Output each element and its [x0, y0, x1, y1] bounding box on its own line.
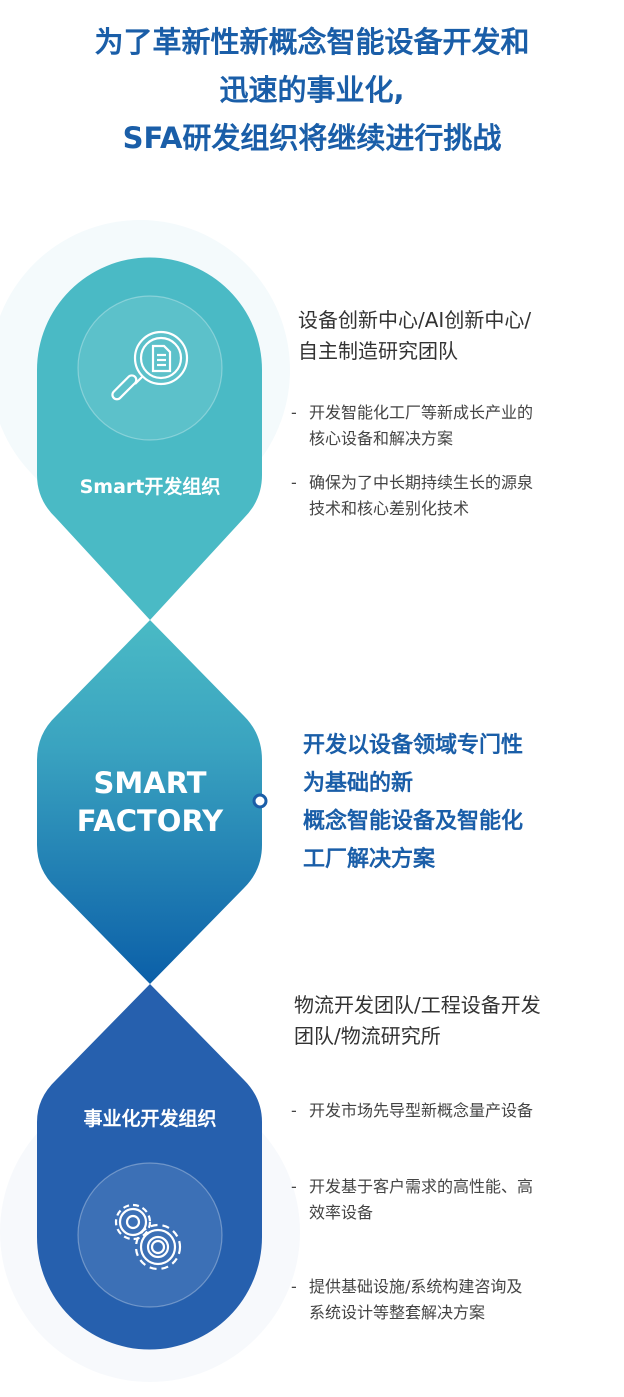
list-item: - 开发智能化工厂等新成长产业的 核心设备和解决方案: [291, 400, 533, 452]
list-item: - 提供基础设施/系统构建咨询及 系统设计等整套解决方案: [291, 1274, 522, 1326]
bullet-line: 系统设计等整套解决方案: [309, 1303, 486, 1322]
icon-circle-bottom: [77, 1162, 223, 1308]
bullet-line: 确保为了中长期持续生长的源泉: [309, 473, 534, 492]
bullet-line: 效率设备: [309, 1203, 374, 1222]
list-item: - 确保为了中长期持续生长的源泉 技术和核心差别化技术: [291, 470, 533, 522]
business-org-label: 事业化开发组织: [83, 1108, 217, 1130]
bullet-dash: -: [291, 1277, 297, 1296]
heading-line: 物流开发团队/工程设备开发: [294, 993, 541, 1017]
bullet-dash: -: [291, 403, 297, 422]
heading-line: 设备创新中心/AI创新中心/: [298, 308, 532, 332]
heading-line: 自主制造研究团队: [298, 339, 458, 363]
bullet-line: 开发基于客户需求的高性能、高: [309, 1177, 534, 1196]
title-line: SFA研发组织将继续进行挑战: [122, 121, 502, 155]
bullet-line: 核心设备和解决方案: [309, 429, 454, 448]
icon-circle-top: [77, 295, 223, 441]
description-line: 工厂解决方案: [303, 847, 436, 872]
business-org-heading: 物流开发团队/工程设备开发 团队/物流研究所: [294, 990, 541, 1052]
bullet-line: 提供基础设施/系统构建咨询及: [309, 1277, 523, 1296]
smart-org-label: Smart开发组织: [79, 476, 221, 498]
connector-dot: [252, 793, 268, 809]
gears-icon: [114, 1203, 182, 1271]
smart-factory-shape: [37, 620, 262, 984]
smart-factory-line: FACTORY: [76, 804, 224, 838]
bullet-dash: -: [291, 1177, 297, 1196]
list-item: - 开发市场先导型新概念量产设备: [291, 1098, 533, 1124]
bullet-dash: -: [291, 1101, 297, 1120]
smart-factory-label: SMART FACTORY: [37, 764, 263, 840]
description-line: 开发以设备领域专门性: [303, 733, 524, 758]
smart-org-heading: 设备创新中心/AI创新中心/ 自主制造研究团队: [298, 305, 531, 367]
bullet-line: 技术和核心差别化技术: [309, 499, 470, 518]
description-line: 概念智能设备及智能化: [303, 809, 524, 834]
title-line: 迅速的事业化,: [219, 73, 405, 107]
bullet-line: 开发智能化工厂等新成长产业的: [309, 403, 534, 422]
smart-factory-description: 开发以设备领域专门性 为基础的新 概念智能设备及智能化 工厂解决方案: [303, 727, 523, 879]
description-line: 为基础的新: [303, 771, 414, 796]
business-org-shape: [37, 984, 262, 1350]
list-item: - 开发基于客户需求的高性能、高 效率设备: [291, 1174, 533, 1226]
smart-factory-line: SMART: [93, 766, 207, 800]
title-line: 为了革新性新概念智能设备开发和: [94, 25, 530, 59]
smart-org-shape: [37, 257, 262, 620]
heading-line: 团队/物流研究所: [294, 1024, 441, 1048]
bullet-line: 开发市场先导型新概念量产设备: [309, 1101, 534, 1120]
magnifier-document-icon: [111, 330, 189, 401]
page-title: 为了革新性新概念智能设备开发和 迅速的事业化, SFA研发组织将继续进行挑战: [0, 18, 624, 162]
bullet-dash: -: [291, 473, 297, 492]
